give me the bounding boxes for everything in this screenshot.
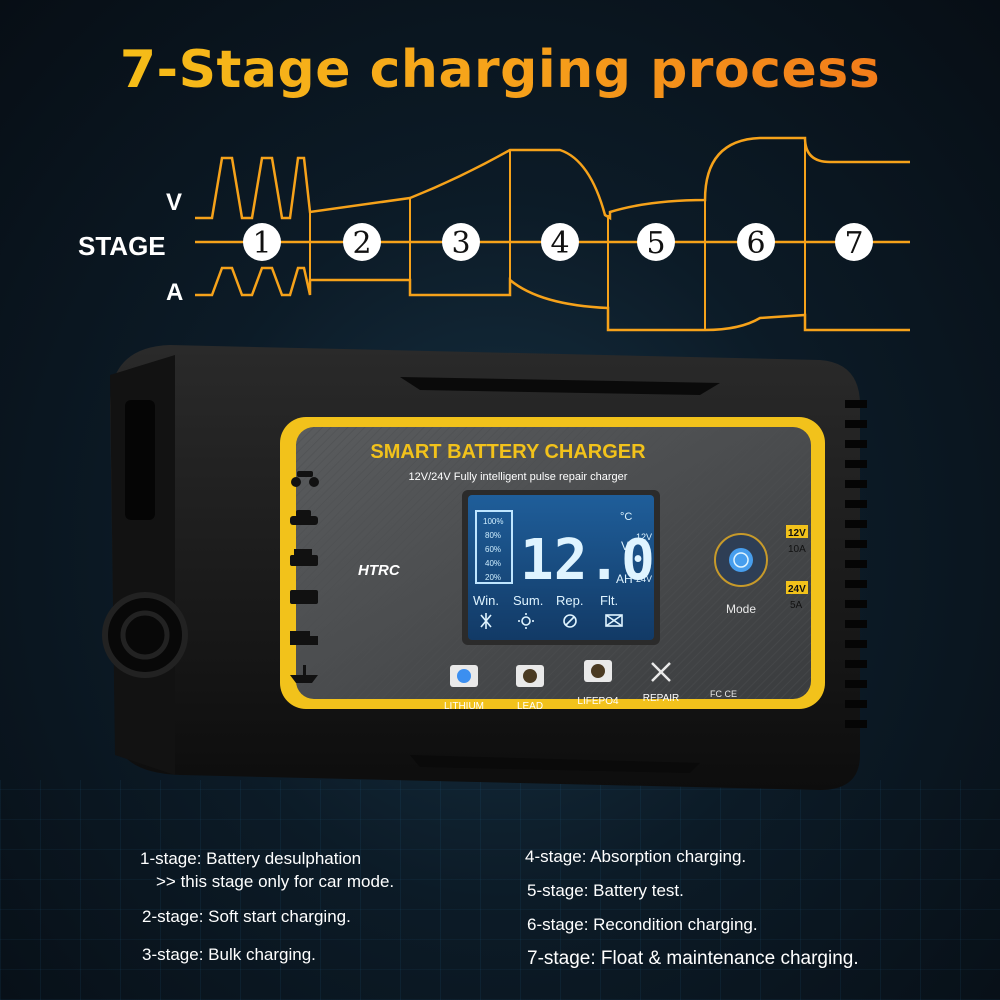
battery-level: 40% [485,559,501,568]
note-stage-4: 4-stage: Absorption charging. [525,847,747,866]
output-voltage-24: 24V [788,584,806,595]
cooling-fan [102,592,188,678]
bottom-groove [410,755,700,773]
side-vents [845,400,867,728]
output-current-10: 10A [788,544,806,555]
stage-marker-3: 3 [442,223,480,261]
mode-winter-label: Win. [473,593,499,608]
wrench-icon [651,662,671,682]
battery-type-label: LITHIUM [444,701,484,712]
stage-number: 1 [252,226,271,261]
mode-float-label: Flt. [600,593,618,608]
battery-type-label: REPAIR [643,693,680,704]
note-stage-6: 6-stage: Recondition charging. [527,915,758,934]
certification-marks: FC CE [710,689,737,699]
battery-type-lithium[interactable]: LITHIUM [444,665,484,712]
note-stage-1-detail: >> this stage only for car mode. [156,872,395,891]
clamp-slot [125,400,155,520]
fan-ring [120,610,170,660]
lcd-temp-unit: °C [620,511,632,523]
lcd-ah-unit: AH [616,572,633,586]
note-stage-7: 7-stage: Float & maintenance charging. [527,948,859,969]
output-ratings: 12V 10A 24V 5A [786,525,808,611]
device-subheading: 12V/24V Fully intelligent pulse repair c… [409,471,628,483]
battery-levels: 100% 80% 60% 40% 20% [483,517,503,582]
charging-stage-diagram: V STAGE A 1 2 3 4 5 [78,136,910,332]
boat-icon [290,665,318,683]
note-stage-1: 1-stage: Battery desulphation [140,849,362,868]
motorcycle-icon [291,471,319,487]
brand-logo: HTRC [358,562,401,579]
battery-charger-device: SMART BATTERY CHARGER 12V/24V Fully inte… [102,345,867,790]
repair-icon [563,614,577,628]
lcd-voltage-value: 12.0 [520,528,655,593]
snowflake-icon [480,613,492,629]
mode-summer-label: Sum. [513,593,543,608]
stage-axis-label: STAGE [78,231,166,261]
stage-marker-4: 4 [541,223,579,261]
note-stage-2: 2-stage: Soft start charging. [142,907,351,926]
stage-number: 6 [746,226,765,261]
battery-type-label: LIFEPO4 [577,696,619,707]
stage-marker-6: 6 [737,223,775,261]
lcd-mode-icons [480,613,623,629]
current-axis-label: A [166,279,183,306]
battery-type-lifepo4[interactable]: LIFEPO4 [577,660,619,707]
stage-marker-7: 7 [835,223,873,261]
stage-number: 5 [646,226,665,261]
battery-level: 100% [483,517,503,526]
sun-icon [518,613,534,629]
float-battery-icon [605,614,623,627]
battery-level-indicator [475,510,513,584]
battery-type-label: LEAD [517,701,543,712]
lcd-mode-labels: Win. Sum. Rep. Flt. [473,593,618,608]
note-stage-3: 3-stage: Bulk charging. [142,945,316,964]
stage-number: 3 [451,226,470,261]
mode-button[interactable] [714,533,768,587]
lcd-screen [468,495,654,640]
mode-button-label: Mode [726,602,756,616]
stage-number: 4 [550,226,569,261]
stage-number: 7 [844,226,863,261]
stage-markers: 1 2 3 4 5 6 7 [243,223,873,261]
lcd-24v-label: 24V [636,574,652,584]
page-title: 7-Stage charging process [0,40,1000,100]
output-current-5: 5A [790,600,803,611]
stage-marker-2: 2 [343,223,381,261]
voltage-curve [195,136,910,221]
battery-level: 20% [485,573,501,582]
van-icon [290,590,318,604]
battery-level: 60% [485,545,501,554]
fingerprint-icon [733,552,749,568]
lcd-12v-label: 12V [636,532,652,542]
note-stage-5: 5-stage: Battery test. [527,881,684,900]
output-voltage-12: 12V [788,528,806,539]
current-curve [195,266,910,332]
top-groove [400,377,720,395]
lcd-volt-unit: V [621,539,629,553]
device-heading: SMART BATTERY CHARGER [370,441,646,463]
stage-marker-5: 5 [637,223,675,261]
suv-icon [290,549,318,566]
battery-type-lead[interactable]: LEAD [516,665,544,712]
car-icon [290,510,318,525]
mode-repair-label: Rep. [556,593,583,608]
battery-type-repair[interactable]: REPAIR [643,662,680,704]
vehicle-icons [290,471,319,683]
stage-number: 2 [352,226,371,261]
grid-floor-background [0,780,1000,1000]
stage-marker-1: 1 [243,223,281,261]
voltage-axis-label: V [166,189,182,216]
truck-icon [290,631,318,645]
battery-level: 80% [485,531,501,540]
